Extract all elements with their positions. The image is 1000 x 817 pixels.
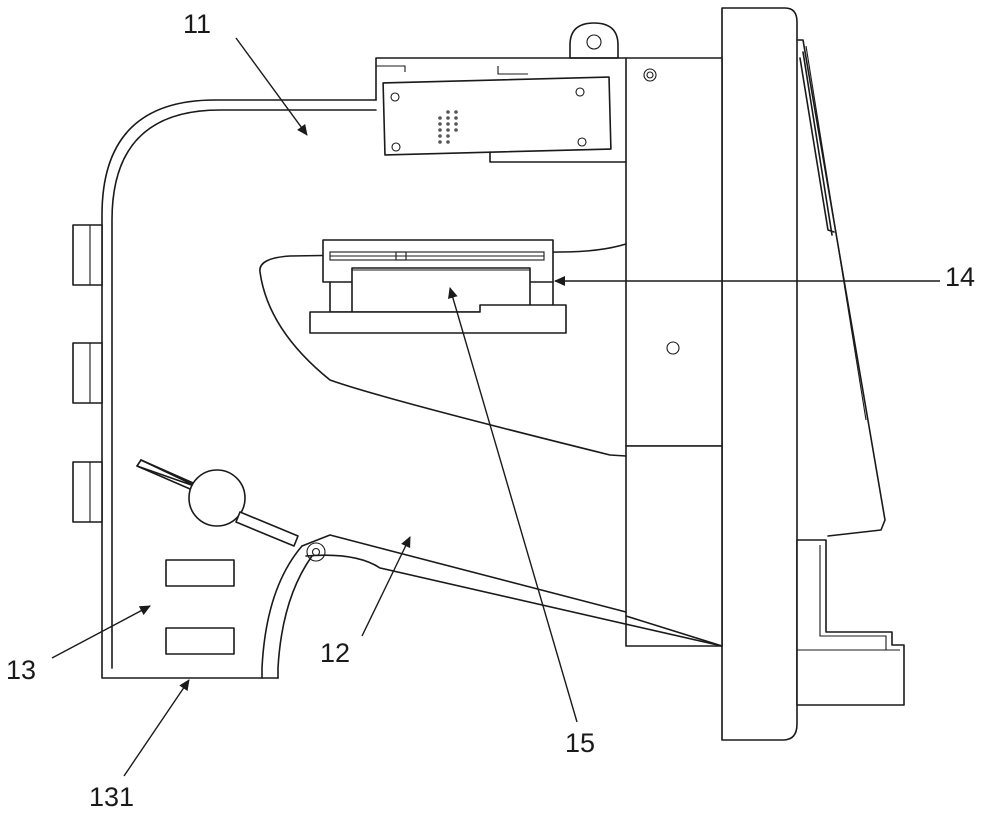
callout-11: 11: [183, 9, 212, 39]
callout-13: 13: [6, 655, 37, 685]
callout-14: 14: [945, 262, 976, 292]
connector-tabs: [72, 224, 103, 523]
rear-block: [625, 57, 723, 647]
side-cover: [796, 39, 886, 537]
callout-12: 12: [320, 638, 351, 668]
main-housing: [101, 99, 377, 679]
bottom-plate: [165, 545, 313, 679]
bottom-clip: [796, 539, 905, 706]
mounting-ear: [375, 22, 627, 101]
lower-arm: [301, 534, 723, 647]
leader-lines: [51, 37, 940, 777]
faceplate: [721, 7, 798, 741]
callout-131: 131: [89, 782, 135, 812]
pin-header: [438, 110, 458, 144]
slot-window: [259, 243, 627, 457]
circuit-board: [382, 76, 627, 163]
pivot-lever: [136, 459, 299, 547]
card-holder: [309, 239, 567, 334]
callout-15: 15: [565, 728, 596, 758]
